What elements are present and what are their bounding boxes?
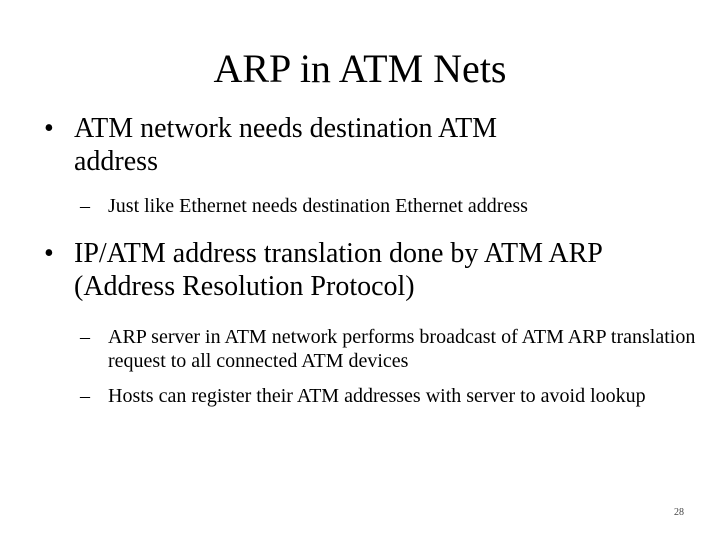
sub-bullet-item: – Just like Ethernet needs destination E… — [44, 194, 708, 218]
bullet-marker: • — [44, 238, 54, 269]
sub-bullet-marker: – — [80, 195, 90, 217]
bullet-item: • ATM network needs destination ATM addr… — [44, 112, 584, 178]
bullet-text: ATM network needs destination ATM addres… — [74, 113, 498, 177]
bullet-item: • IP/ATM address translation done by ATM… — [44, 237, 674, 303]
sub-bullet-text: Just like Ethernet needs destination Eth… — [108, 195, 528, 217]
bullet-marker: • — [44, 113, 54, 144]
bullet-text: IP/ATM address translation done by ATM A… — [74, 238, 602, 302]
slide-title: ARP in ATM Nets — [213, 46, 507, 91]
sub-bullet-marker: – — [80, 385, 90, 407]
page-number: 28 — [674, 507, 684, 518]
sub-bullet-item: – ARP server in ATM network performs bro… — [44, 325, 696, 373]
bullet-list: • ATM network needs destination ATM addr… — [44, 112, 695, 408]
sub-bullet-text: Hosts can register their ATM addresses w… — [108, 385, 646, 407]
sub-bullet-text: ARP server in ATM network performs broad… — [108, 326, 696, 372]
sub-bullet-item: – Hosts can register their ATM addresses… — [44, 384, 698, 408]
sub-bullet-marker: – — [80, 326, 90, 348]
